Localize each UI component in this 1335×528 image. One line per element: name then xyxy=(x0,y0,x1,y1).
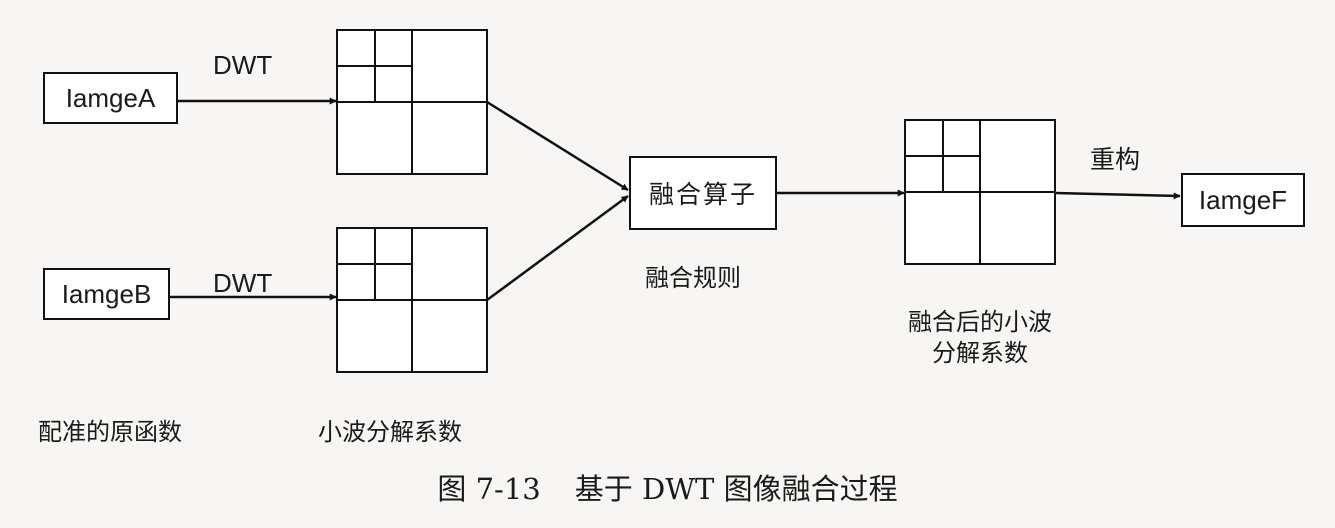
wavelet-grid-a xyxy=(336,29,488,175)
node-image-a-label: IamgeA xyxy=(65,82,156,113)
node-image-f-label: IamgeF xyxy=(1198,184,1288,215)
edge-label-dwt-b: DWT xyxy=(213,268,273,298)
node-image-b: IamgeB xyxy=(43,268,170,320)
annotation-fusion-rule: 融合规则 xyxy=(645,264,741,292)
figure-title: 基于 DWT 图像融合过程 xyxy=(574,472,898,506)
arrow-grid-a-to-operator xyxy=(486,100,629,192)
node-image-a: IamgeA xyxy=(43,72,178,124)
wavelet-grid-b xyxy=(336,227,488,373)
annotation-fused-coefficients-line1: 融合后的小波 xyxy=(908,308,1052,336)
node-image-f: IamgeF xyxy=(1181,173,1305,227)
arrow-grid-b-to-operator xyxy=(486,194,629,302)
annotation-source-images: 配准的原函数 xyxy=(38,418,182,446)
figure-caption: 图 7-13 基于 DWT 图像融合过程 xyxy=(0,475,1335,504)
node-image-b-label: IamgeB xyxy=(61,278,152,309)
wavelet-grid-fused xyxy=(904,119,1056,265)
annotation-fused-coefficients-line2: 分解系数 xyxy=(932,339,1028,367)
annotation-fused-coefficients: 融合后的小波 分解系数 xyxy=(880,310,1080,365)
node-fusion-operator: 融合算子 xyxy=(629,156,777,230)
node-fusion-operator-label: 融合算子 xyxy=(648,180,757,209)
figure-number: 图 7-13 xyxy=(437,472,541,506)
arrow-fused-to-f xyxy=(1054,191,1181,200)
annotation-wavelet-coefficients: 小波分解系数 xyxy=(318,418,462,446)
edge-label-dwt-a: DWT xyxy=(213,50,273,80)
edge-label-reconstruct: 重构 xyxy=(1090,145,1141,174)
